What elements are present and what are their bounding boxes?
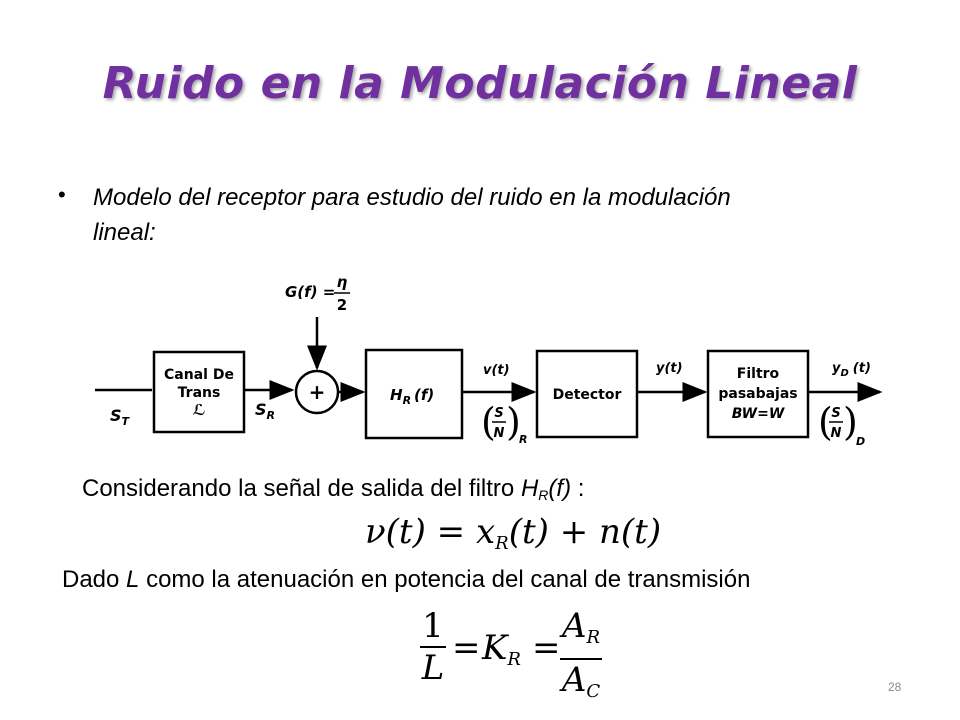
bullet-text: Modelo del receptor para estudio del rui… — [93, 180, 893, 250]
equation-received-signal: ν(t) = xR(t) + n(t) — [365, 512, 661, 554]
eq1-x-subscript: R — [495, 533, 509, 554]
receiver-filter-label: HR(f) — [390, 386, 434, 407]
signal-sr-label: SR — [255, 400, 275, 422]
eq2-f2-den-sub: C — [586, 681, 601, 702]
eq2-f2-bar — [560, 658, 602, 660]
receiver-block-diagram: Canal De Trans ℒ G(f) = η 2 + HR(f) v(t)… — [95, 273, 883, 448]
eq2-equals-a: = — [452, 628, 481, 668]
eq1-lhs: ν(t) = x — [365, 512, 496, 552]
attenuation-sentence: Dado L como la atenuación en potencia de… — [62, 566, 750, 594]
channel-block — [152, 350, 246, 434]
eq2-f1-num: 1 — [422, 606, 444, 646]
channel-label-3: ℒ — [193, 401, 206, 419]
slide-title: Ruido en la Modulación Lineal — [102, 58, 858, 109]
eq2-k-symbol: K — [482, 628, 508, 668]
equation-attenuation: 1 L = KR = AR AC — [420, 608, 602, 702]
snr-d-s: S — [831, 406, 840, 421]
eq2-k-subscript: R — [507, 649, 521, 670]
lowpass-filter-block — [706, 349, 810, 439]
filter-output-suffix: : — [571, 475, 585, 502]
signal-v-label: v(t) — [483, 363, 510, 378]
attenuation-prefix: Dado — [62, 566, 127, 593]
eq2-equals-b: = — [532, 628, 561, 668]
eq2-f1-den: L — [421, 648, 445, 688]
noise-psd-label: G(f) = — [285, 283, 335, 301]
filter-h-symbol: H — [520, 475, 539, 502]
eq2-f2-den: AC — [560, 662, 602, 710]
eq2-fraction-2: AR AC — [560, 608, 602, 710]
bullet-dot-icon: • — [58, 182, 66, 207]
lpf-label-2: pasabajas — [718, 386, 797, 402]
signal-yd-label: yD(t) — [832, 361, 871, 379]
slide-page-number: 28 — [888, 680, 902, 694]
eq2-k: KR — [482, 628, 521, 670]
signal-st-label: ST — [110, 406, 131, 428]
lpf-label-3: BW=W — [732, 406, 785, 422]
noise-psd-num: η — [337, 273, 348, 291]
receiver-filter-block — [364, 348, 464, 440]
eq2-f2-den-a: A — [561, 660, 587, 700]
filter-output-sentence: Considerando la señal de salida del filt… — [82, 475, 584, 503]
eq2-f2-num: AR — [560, 608, 602, 656]
eq2-f2-num-a: A — [561, 606, 587, 646]
bullet-text-line-1: Modelo del receptor para estudio del rui… — [93, 184, 731, 211]
noise-psd-den: 2 — [337, 296, 347, 314]
attenuation-symbol: L — [126, 566, 140, 593]
snr-r-subscript: R — [519, 433, 527, 446]
signal-y-label: y(t) — [656, 361, 683, 376]
bullet-text-line-2: lineal: — [93, 219, 156, 246]
channel-label-1: Canal De — [164, 367, 234, 383]
snr-r-s: S — [494, 406, 503, 421]
snr-r-paren-left: ( — [481, 400, 496, 444]
snr-d-paren-left: ( — [818, 400, 833, 444]
summer-node — [294, 369, 340, 415]
lpf-label-1: Filtro — [737, 366, 780, 382]
snr-r-n: N — [494, 426, 505, 441]
eq2-f2-num-sub: R — [586, 627, 601, 648]
detector-label: Detector — [553, 387, 622, 403]
snr-d-subscript: D — [856, 435, 865, 448]
filter-output-prefix: Considerando la señal de salida del filt… — [82, 475, 521, 502]
snr-d-n: N — [831, 426, 842, 441]
filter-h-arg: (f) — [548, 475, 572, 502]
eq2-f1-bar — [420, 646, 446, 648]
channel-label-2: Trans — [178, 385, 221, 401]
snr-d-paren-right: ) — [843, 400, 858, 444]
detector-block — [535, 349, 639, 439]
eq2-fraction-1: 1 L — [420, 608, 446, 686]
filter-h-subscript: R — [538, 487, 549, 503]
summer-symbol: + — [309, 380, 326, 404]
eq1-rhs: (t) + n(t) — [508, 512, 662, 552]
snr-r-paren-right: ) — [506, 400, 521, 444]
attenuation-suffix: como la atenuación en potencia del canal… — [139, 566, 751, 593]
